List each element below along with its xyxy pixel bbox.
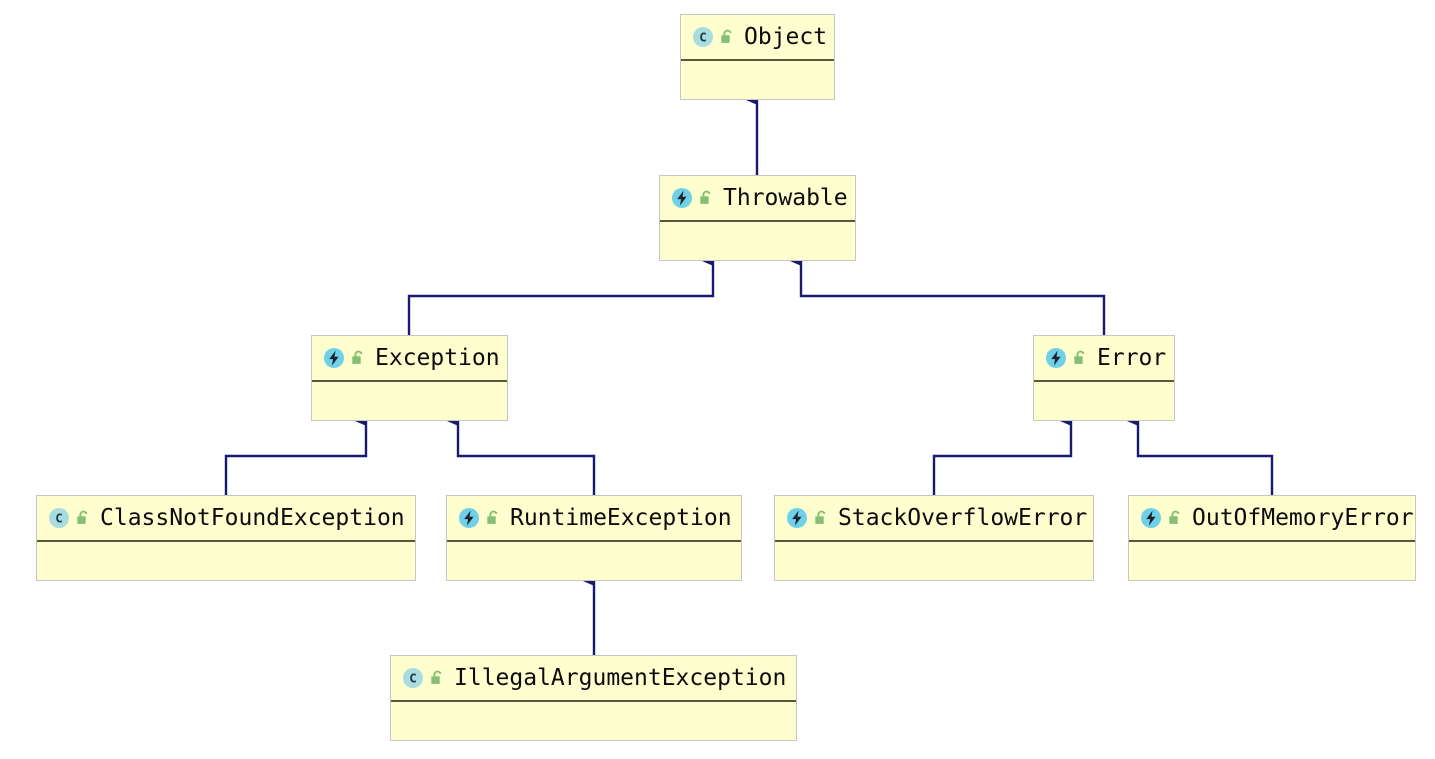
generalization-edge-runtime-to-exception [458, 421, 596, 495]
class-name-label: OutOfMemoryError [1192, 504, 1414, 531]
class-members-compartment-throwable [660, 222, 855, 260]
class-name-label: Throwable [723, 184, 848, 211]
class-name-label: StackOverflowError [838, 504, 1088, 531]
public-visibility-lock-icon [352, 350, 363, 364]
public-visibility-lock-icon [721, 29, 732, 43]
public-visibility-lock-icon [487, 510, 498, 524]
generalization-edge-stackoverflow-to-error [932, 421, 1073, 495]
exception-icon [672, 188, 692, 208]
class-name-label: RuntimeException [510, 504, 732, 531]
class-icon: C [49, 508, 69, 528]
class-name-label: IllegalArgumentException [454, 664, 787, 691]
class-members-compartment-exception [312, 382, 507, 420]
svg-text:C: C [699, 30, 707, 45]
class-members-compartment-illegalargument [391, 702, 796, 740]
class-members-compartment-stackoverflow [775, 542, 1093, 580]
class-header-runtime: RuntimeException [447, 496, 741, 542]
class-header-error: Error [1034, 336, 1174, 382]
class-box-illegalargument[interactable]: C IllegalArgumentException [390, 655, 797, 741]
class-header-classnotfound: C ClassNotFoundException [37, 496, 415, 542]
exception-icon [459, 508, 479, 528]
class-box-outofmemory[interactable]: OutOfMemoryError [1128, 495, 1416, 581]
class-icon: C [693, 27, 713, 47]
class-members-compartment-object [681, 61, 834, 99]
class-box-runtime[interactable]: RuntimeException [446, 495, 742, 581]
class-name-label: Object [744, 23, 828, 50]
exception-icon [1141, 508, 1161, 528]
class-header-stackoverflow: StackOverflowError [775, 496, 1093, 542]
public-visibility-lock-icon [815, 510, 826, 524]
public-visibility-lock-icon [431, 670, 442, 684]
public-visibility-lock-icon [700, 190, 711, 204]
exception-icon [324, 348, 344, 368]
class-icon: C [403, 668, 423, 688]
class-box-stackoverflow[interactable]: StackOverflowError [774, 495, 1094, 581]
class-box-throwable[interactable]: Throwable [659, 175, 856, 261]
svg-text:C: C [409, 671, 417, 686]
generalization-edge-classnotfound-to-exception [224, 421, 368, 495]
class-box-classnotfound[interactable]: C ClassNotFoundException [36, 495, 416, 581]
class-header-exception: Exception [312, 336, 507, 382]
class-header-object: C Object [681, 15, 834, 61]
exception-icon [787, 508, 807, 528]
class-header-throwable: Throwable [660, 176, 855, 222]
class-name-label: ClassNotFoundException [100, 504, 405, 531]
class-box-object[interactable]: C Object [680, 14, 835, 100]
class-members-compartment-error [1034, 382, 1174, 420]
public-visibility-lock-icon [77, 510, 88, 524]
class-members-compartment-classnotfound [37, 542, 415, 580]
exception-icon [1046, 348, 1066, 368]
class-box-exception[interactable]: Exception [311, 335, 508, 421]
public-visibility-lock-icon [1169, 510, 1180, 524]
class-header-illegalargument: C IllegalArgumentException [391, 656, 796, 702]
generalization-edge-error-to-throwable [801, 261, 1106, 335]
class-name-label: Exception [375, 344, 500, 371]
class-members-compartment-runtime [447, 542, 741, 580]
generalization-edge-exception-to-throwable [407, 261, 715, 335]
class-header-outofmemory: OutOfMemoryError [1129, 496, 1415, 542]
generalization-edge-outofmemory-to-error [1138, 421, 1274, 495]
svg-text:C: C [55, 511, 63, 526]
class-members-compartment-outofmemory [1129, 542, 1415, 580]
public-visibility-lock-icon [1074, 350, 1085, 364]
class-box-error[interactable]: Error [1033, 335, 1175, 421]
class-name-label: Error [1097, 344, 1167, 371]
